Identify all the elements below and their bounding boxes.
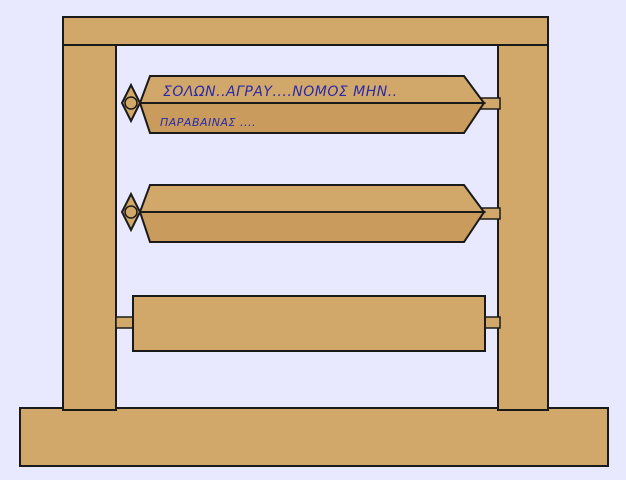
base-platform xyxy=(19,407,609,467)
axon-1-bottom-face xyxy=(138,102,486,134)
axon-1-inscription-line2: ΠΑΡΑΒΑΙΝΑΣ .... xyxy=(160,116,256,129)
left-post xyxy=(62,43,117,411)
top-beam xyxy=(62,16,549,46)
right-post xyxy=(497,43,549,411)
axon-2-top-face xyxy=(138,184,486,213)
axon-2-pivot xyxy=(124,205,138,219)
axon-2 xyxy=(120,184,501,243)
axon-3 xyxy=(115,295,501,352)
axon-2-bottom-face xyxy=(138,211,486,243)
axon-1: ΣΟΛΩΝ..ΑΓΡΑΥ....ΝΟΜΟΣ ΜΗΝ.. ΠΑΡΑΒΑΙΝΑΣ .… xyxy=(120,75,501,134)
axon-3-board xyxy=(132,295,486,352)
axon-3-left-pin xyxy=(115,316,135,329)
axon-1-pivot xyxy=(124,96,138,110)
axon-3-right-pin xyxy=(483,316,501,329)
axon-1-inscription-line1: ΣΟΛΩΝ..ΑΓΡΑΥ....ΝΟΜΟΣ ΜΗΝ.. xyxy=(163,84,398,100)
